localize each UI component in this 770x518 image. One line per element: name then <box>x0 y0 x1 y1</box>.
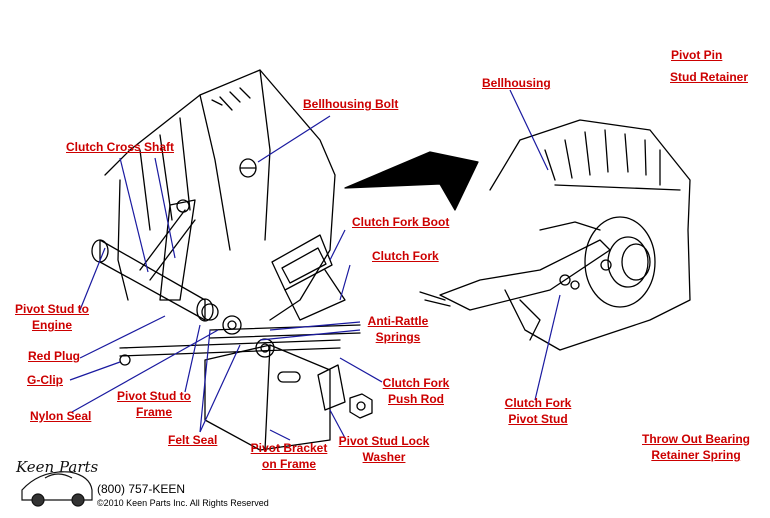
label-pivot-bracket-2[interactable]: on Frame <box>261 457 316 471</box>
keen-parts-logo <box>21 471 93 507</box>
label-pivot-stud-engine-2[interactable]: Engine <box>31 318 72 332</box>
label-push-rod-2[interactable]: Push Rod <box>388 392 444 406</box>
label-red-plug[interactable]: Red Plug <box>28 349 81 363</box>
label-pivot-pin[interactable]: Pivot Pin <box>671 48 723 62</box>
label-push-rod-1[interactable]: Clutch Fork <box>382 376 450 390</box>
label-nylon-seal[interactable]: Nylon Seal <box>30 409 92 423</box>
pivot-nut <box>349 393 373 419</box>
leader-lines <box>69 89 561 441</box>
label-clutch-fork[interactable]: Clutch Fork <box>372 249 439 263</box>
clutch-cross-shaft <box>99 239 206 321</box>
label-pivot-stud-frame-2[interactable]: Frame <box>135 405 173 419</box>
label-bellhousing[interactable]: Bellhousing <box>482 76 551 90</box>
label-felt-seal[interactable]: Felt Seal <box>168 433 218 447</box>
label-fork-pivot-stud-2[interactable]: Pivot Stud <box>508 412 568 426</box>
brand-logo-text: Keen Parts <box>16 458 99 476</box>
label-anti-rattle-1[interactable]: Anti-Rattle <box>367 314 429 328</box>
clutch-fork-left <box>284 269 346 321</box>
label-clutch-cross-shaft[interactable]: Clutch Cross Shaft <box>66 140 175 154</box>
label-g-clip[interactable]: G-Clip <box>27 373 63 387</box>
label-throw-out-2[interactable]: Retainer Spring <box>651 448 741 462</box>
clutch-fork-pivot-stud <box>559 274 571 286</box>
clutch-fork-push-rod <box>119 339 341 357</box>
label-bellhousing-bolt[interactable]: Bellhousing Bolt <box>303 97 399 111</box>
engine-block-outline <box>104 69 336 321</box>
label-anti-rattle-2[interactable]: Springs <box>375 330 421 344</box>
label-clutch-fork-boot[interactable]: Clutch Fork Boot <box>352 215 450 229</box>
clutch-fork-right <box>439 239 611 311</box>
label-pivot-stud-frame-1[interactable]: Pivot Stud to <box>117 389 191 403</box>
brand-phone: (800) 757-KEEN <box>97 482 186 496</box>
direction-wedge <box>344 151 479 211</box>
label-lock-washer-2[interactable]: Washer <box>362 450 406 464</box>
label-pivot-bracket-1[interactable]: Pivot Bracket <box>250 441 328 455</box>
throw-out-bearing <box>584 216 656 308</box>
felt-seal-ring <box>222 315 242 335</box>
label-pivot-stud-engine-1[interactable]: Pivot Stud to <box>15 302 89 316</box>
label-fork-pivot-stud-1[interactable]: Clutch Fork <box>504 396 572 410</box>
brand-copyright: ©2010 Keen Parts Inc. All Rights Reserve… <box>97 498 269 508</box>
label-stud-retainer[interactable]: Stud Retainer <box>670 70 749 84</box>
pivot-stud-lock-washer <box>317 364 346 411</box>
pivot-stud-frame-ball <box>201 303 219 321</box>
label-lock-washer-1[interactable]: Pivot Stud Lock <box>338 434 430 448</box>
label-throw-out-1[interactable]: Throw Out Bearing <box>642 432 750 446</box>
clutch-fork-boot <box>271 234 333 291</box>
